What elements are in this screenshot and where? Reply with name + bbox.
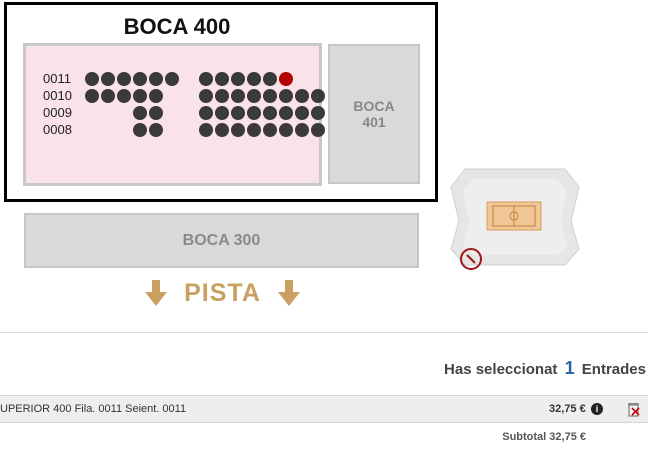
pista-indicator: PISTA	[145, 276, 300, 310]
seat[interactable]	[215, 72, 229, 86]
seat[interactable]	[215, 89, 229, 103]
seat[interactable]	[199, 89, 213, 103]
boca-400-title: BOCA 400	[123, 14, 231, 39]
seat[interactable]	[117, 72, 131, 86]
boca-401-label-line1: BOCA	[353, 98, 395, 114]
seat[interactable]	[279, 89, 293, 103]
boca-300-label: BOCA 300	[182, 231, 261, 249]
selection-count: 1	[564, 358, 575, 378]
seat[interactable]	[247, 72, 261, 86]
seat[interactable]	[247, 89, 261, 103]
row-label: 0010	[43, 88, 72, 103]
seat[interactable]	[231, 89, 245, 103]
seat[interactable]	[149, 106, 163, 120]
pista-label: PISTA	[184, 278, 261, 307]
seat[interactable]	[263, 72, 277, 86]
seat[interactable]	[149, 123, 163, 137]
seat[interactable]	[279, 106, 293, 120]
seat[interactable]	[101, 89, 115, 103]
seat[interactable]	[165, 72, 179, 86]
selection-summary: Has seleccionat 1 Entrades	[444, 358, 646, 379]
seat[interactable]	[295, 123, 309, 137]
boca-401-label-line2: 401	[362, 114, 386, 130]
row-label: 0008	[43, 122, 72, 137]
boca-300-section[interactable]: BOCA 300	[24, 213, 419, 268]
info-icon[interactable]: i	[591, 403, 603, 415]
seat[interactable]	[199, 72, 213, 86]
seat[interactable]	[295, 89, 309, 103]
seat[interactable]	[149, 72, 163, 86]
ticket-row: UPERIOR 400 Fila. 0011 Seient. 0011 32,7…	[0, 395, 648, 423]
seat[interactable]	[263, 106, 277, 120]
seat[interactable]	[231, 106, 245, 120]
seat[interactable]	[133, 72, 147, 86]
seat-selected[interactable]	[279, 72, 293, 86]
seat[interactable]	[199, 123, 213, 137]
seat[interactable]	[215, 106, 229, 120]
seat[interactable]	[295, 106, 309, 120]
arrow-down-icon	[145, 280, 167, 306]
seat[interactable]	[247, 106, 261, 120]
seat[interactable]	[117, 89, 131, 103]
seat[interactable]	[133, 89, 147, 103]
boca-401-section[interactable]: BOCA 401	[328, 44, 420, 184]
seat[interactable]	[263, 123, 277, 137]
location-marker-icon	[460, 248, 482, 270]
seat[interactable]	[279, 123, 293, 137]
seat[interactable]	[133, 106, 147, 120]
arena-minimap[interactable]	[447, 165, 583, 275]
divider	[0, 332, 648, 333]
seat[interactable]	[263, 89, 277, 103]
row-label: 0009	[43, 105, 72, 120]
ticket-price: 32,75 €	[549, 403, 586, 415]
selection-suffix: Entrades	[581, 361, 646, 378]
seat[interactable]	[149, 89, 163, 103]
seat[interactable]	[231, 123, 245, 137]
seat[interactable]	[311, 106, 325, 120]
subtotal: Subtotal 32,75 €	[502, 431, 586, 443]
seat[interactable]	[247, 123, 261, 137]
seat[interactable]	[101, 72, 115, 86]
seat[interactable]	[215, 123, 229, 137]
seat[interactable]	[311, 89, 325, 103]
seat[interactable]	[85, 72, 99, 86]
seat[interactable]	[199, 106, 213, 120]
seat[interactable]	[85, 89, 99, 103]
delete-ticket-icon[interactable]	[627, 402, 641, 417]
ticket-description: UPERIOR 400 Fila. 0011 Seient. 0011	[0, 403, 187, 415]
seat[interactable]	[133, 123, 147, 137]
seat[interactable]	[231, 72, 245, 86]
selection-prefix: Has seleccionat	[444, 361, 558, 378]
arrow-down-icon	[277, 280, 300, 306]
row-label: 0011	[43, 71, 71, 86]
seat[interactable]	[311, 123, 325, 137]
